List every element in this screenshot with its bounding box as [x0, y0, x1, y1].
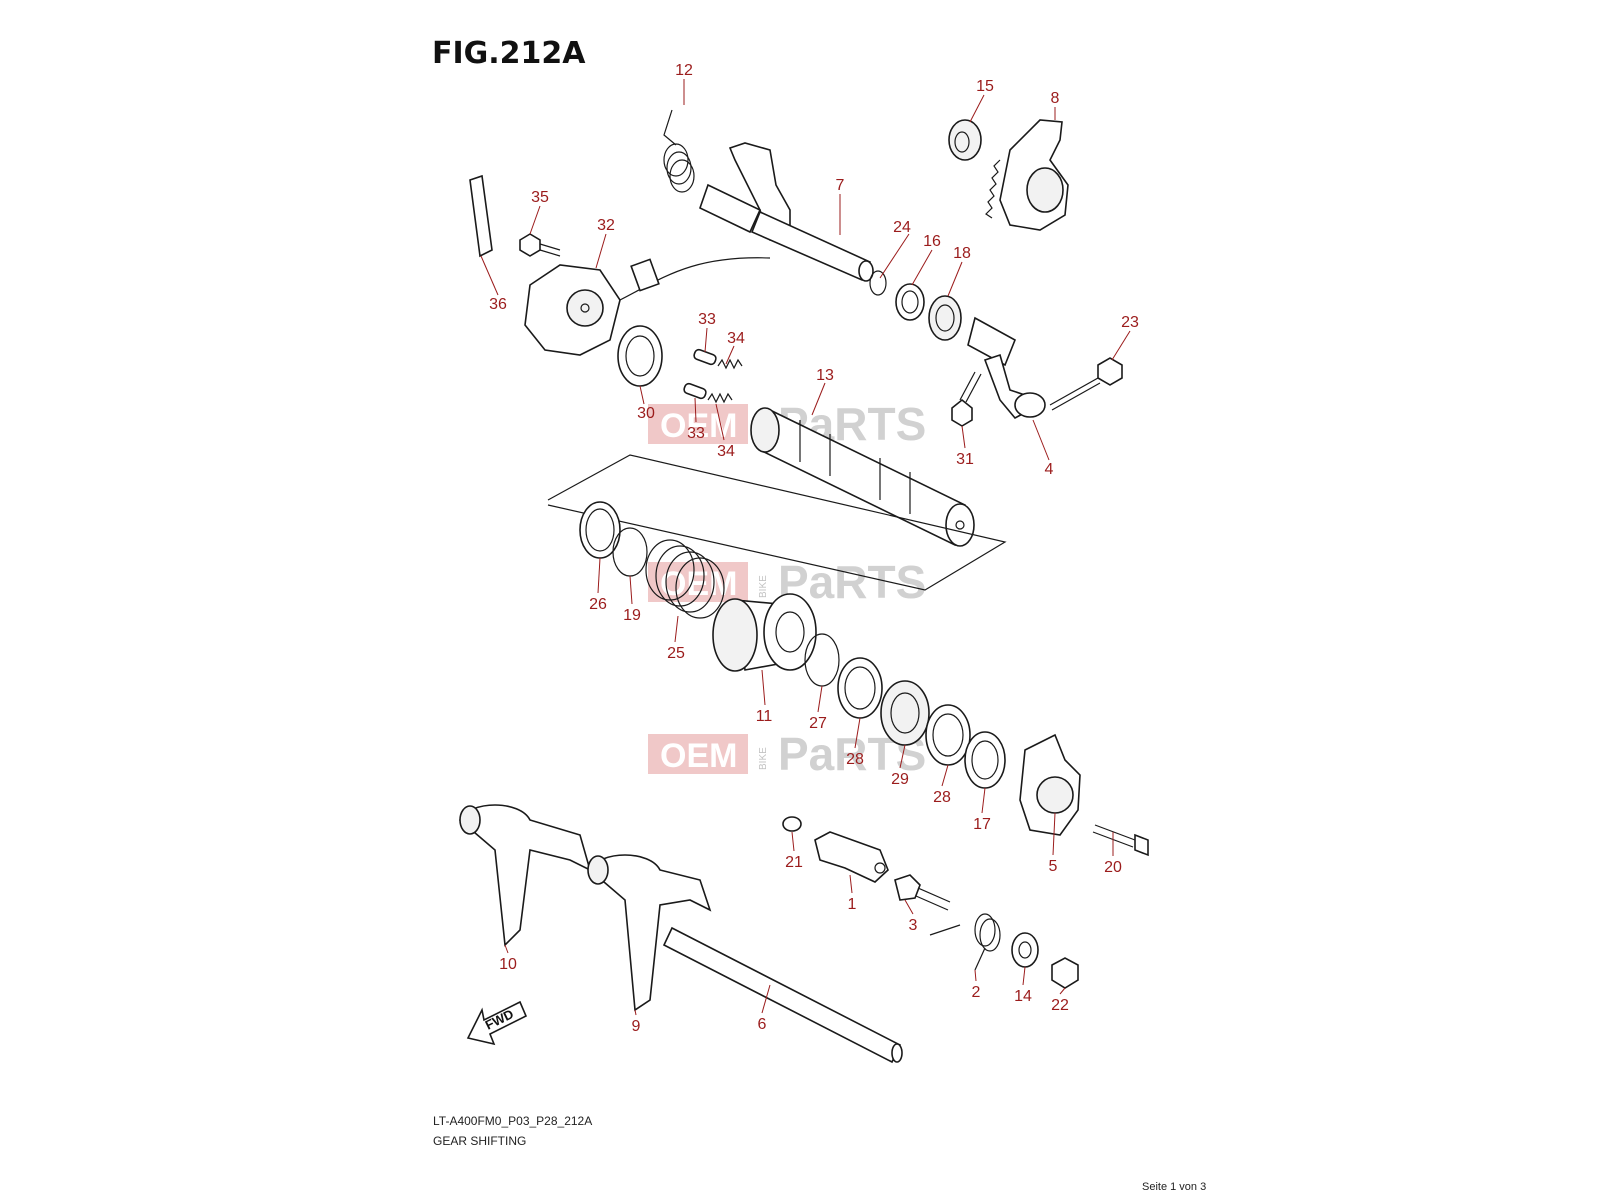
svg-text:BIKE: BIKE [758, 747, 769, 770]
part-7-shift-shaft [699, 142, 874, 282]
svg-text:OEM: OEM [660, 407, 737, 445]
svg-text:OEM: OEM [660, 565, 737, 603]
callout-23: 23 [1121, 314, 1139, 331]
callout-9: 9 [632, 1018, 641, 1035]
part-31-bolt [951, 371, 982, 427]
part-8-gear-arm [985, 119, 1069, 231]
part-30-washer [617, 325, 663, 387]
callout-labels: 12 7 15 8 35 32 24 16 18 36 33 34 23 13 … [489, 62, 1139, 1035]
callout-21: 21 [785, 854, 803, 871]
part-35-bolt [519, 233, 561, 257]
callout-7: 7 [836, 177, 845, 194]
page-label: Seite 1 von 3 [1142, 1181, 1206, 1193]
part-33-pin-lower [683, 382, 707, 400]
svg-text:OEM: OEM [660, 737, 737, 775]
callout-24: 24 [893, 219, 911, 236]
part-26-ring [579, 501, 621, 559]
svg-text:BIKE: BIKE [758, 575, 769, 598]
part-15-bushing [948, 119, 982, 161]
part-4-lever [967, 316, 1046, 420]
callout-29: 29 [891, 771, 909, 788]
fwd-arrow: FWD [466, 1000, 528, 1046]
callout-22: 22 [1051, 997, 1069, 1014]
part-3-bolt [894, 874, 951, 911]
part-28-washer-upper [837, 657, 883, 719]
part-2-spring [929, 913, 1001, 971]
callout-leaders [480, 79, 1131, 1016]
part-18-oil-seal [928, 295, 962, 341]
callout-25: 25 [667, 645, 685, 662]
part-29-bearing [880, 680, 930, 746]
watermark-3: OEM BIKE PaRTS [648, 728, 926, 780]
assembly-outline [547, 454, 1007, 591]
part-19-circlip [612, 527, 648, 577]
callout-17: 17 [973, 816, 991, 833]
part-24-circlip [869, 270, 887, 296]
part-14-washer [1011, 932, 1039, 968]
callout-12: 12 [675, 62, 693, 79]
callout-28-lower: 28 [933, 789, 951, 806]
part-9-shift-fork [587, 854, 712, 1012]
figure-title: FIG.212A [432, 36, 586, 71]
callout-15: 15 [976, 78, 994, 95]
callout-33-upper: 33 [698, 311, 716, 328]
part-6-fork-shaft [662, 926, 903, 1064]
callout-16: 16 [923, 233, 941, 250]
part-22-nut [1051, 957, 1079, 989]
callout-19: 19 [623, 607, 641, 624]
callout-26: 26 [589, 596, 607, 613]
part-17-washer [964, 731, 1006, 789]
callout-6: 6 [758, 1016, 767, 1033]
model-code: LT-A400FM0_P03_P28_212A [433, 1114, 592, 1128]
part-28-washer-lower [925, 704, 971, 766]
callout-30: 30 [637, 405, 655, 422]
part-23-nut [1097, 357, 1123, 386]
part-34-spring-upper [717, 358, 743, 370]
part-11-drum-cam [712, 593, 817, 672]
callout-20: 20 [1104, 859, 1122, 876]
callout-13: 13 [816, 367, 834, 384]
part-4-bolt [1049, 377, 1101, 411]
part-16-washer [895, 283, 925, 321]
callout-5: 5 [1049, 858, 1058, 875]
part-20-bolt [1092, 824, 1149, 857]
callout-34-upper: 34 [727, 330, 745, 347]
callout-2: 2 [972, 984, 981, 1001]
part-21-washer [782, 816, 802, 832]
callout-10: 10 [499, 956, 517, 973]
part-34-spring-lower [707, 392, 733, 404]
part-25-spring [645, 539, 725, 619]
figure-caption: GEAR SHIFTING [433, 1134, 526, 1148]
callout-11: 11 [756, 708, 773, 725]
part-13-shift-drum [750, 407, 975, 547]
callout-32: 32 [597, 217, 615, 234]
callout-18: 18 [953, 245, 971, 262]
callout-27: 27 [809, 715, 827, 732]
callout-34-lower: 34 [717, 443, 735, 460]
watermark-1: OEM BIKE PaRTS [648, 398, 926, 450]
part-1-stopper-arm [814, 831, 889, 883]
callout-3: 3 [909, 917, 918, 934]
part-33-pin-upper [693, 348, 717, 366]
part-12-spring [663, 109, 695, 193]
callout-8: 8 [1051, 90, 1060, 107]
callout-1: 1 [848, 896, 857, 913]
callout-33-lower: 33 [687, 425, 705, 442]
part-5-cam-plate [1019, 733, 1081, 836]
part-27-circlip [804, 633, 840, 687]
part-32-sensor [524, 257, 771, 356]
part-36-clamp [469, 174, 493, 258]
callout-28-upper: 28 [846, 751, 864, 768]
part-10-shift-fork [459, 804, 592, 947]
callout-36: 36 [489, 296, 507, 313]
callout-4: 4 [1045, 461, 1054, 478]
callout-31: 31 [956, 451, 974, 468]
callout-14: 14 [1014, 988, 1032, 1005]
callout-35: 35 [531, 189, 549, 206]
